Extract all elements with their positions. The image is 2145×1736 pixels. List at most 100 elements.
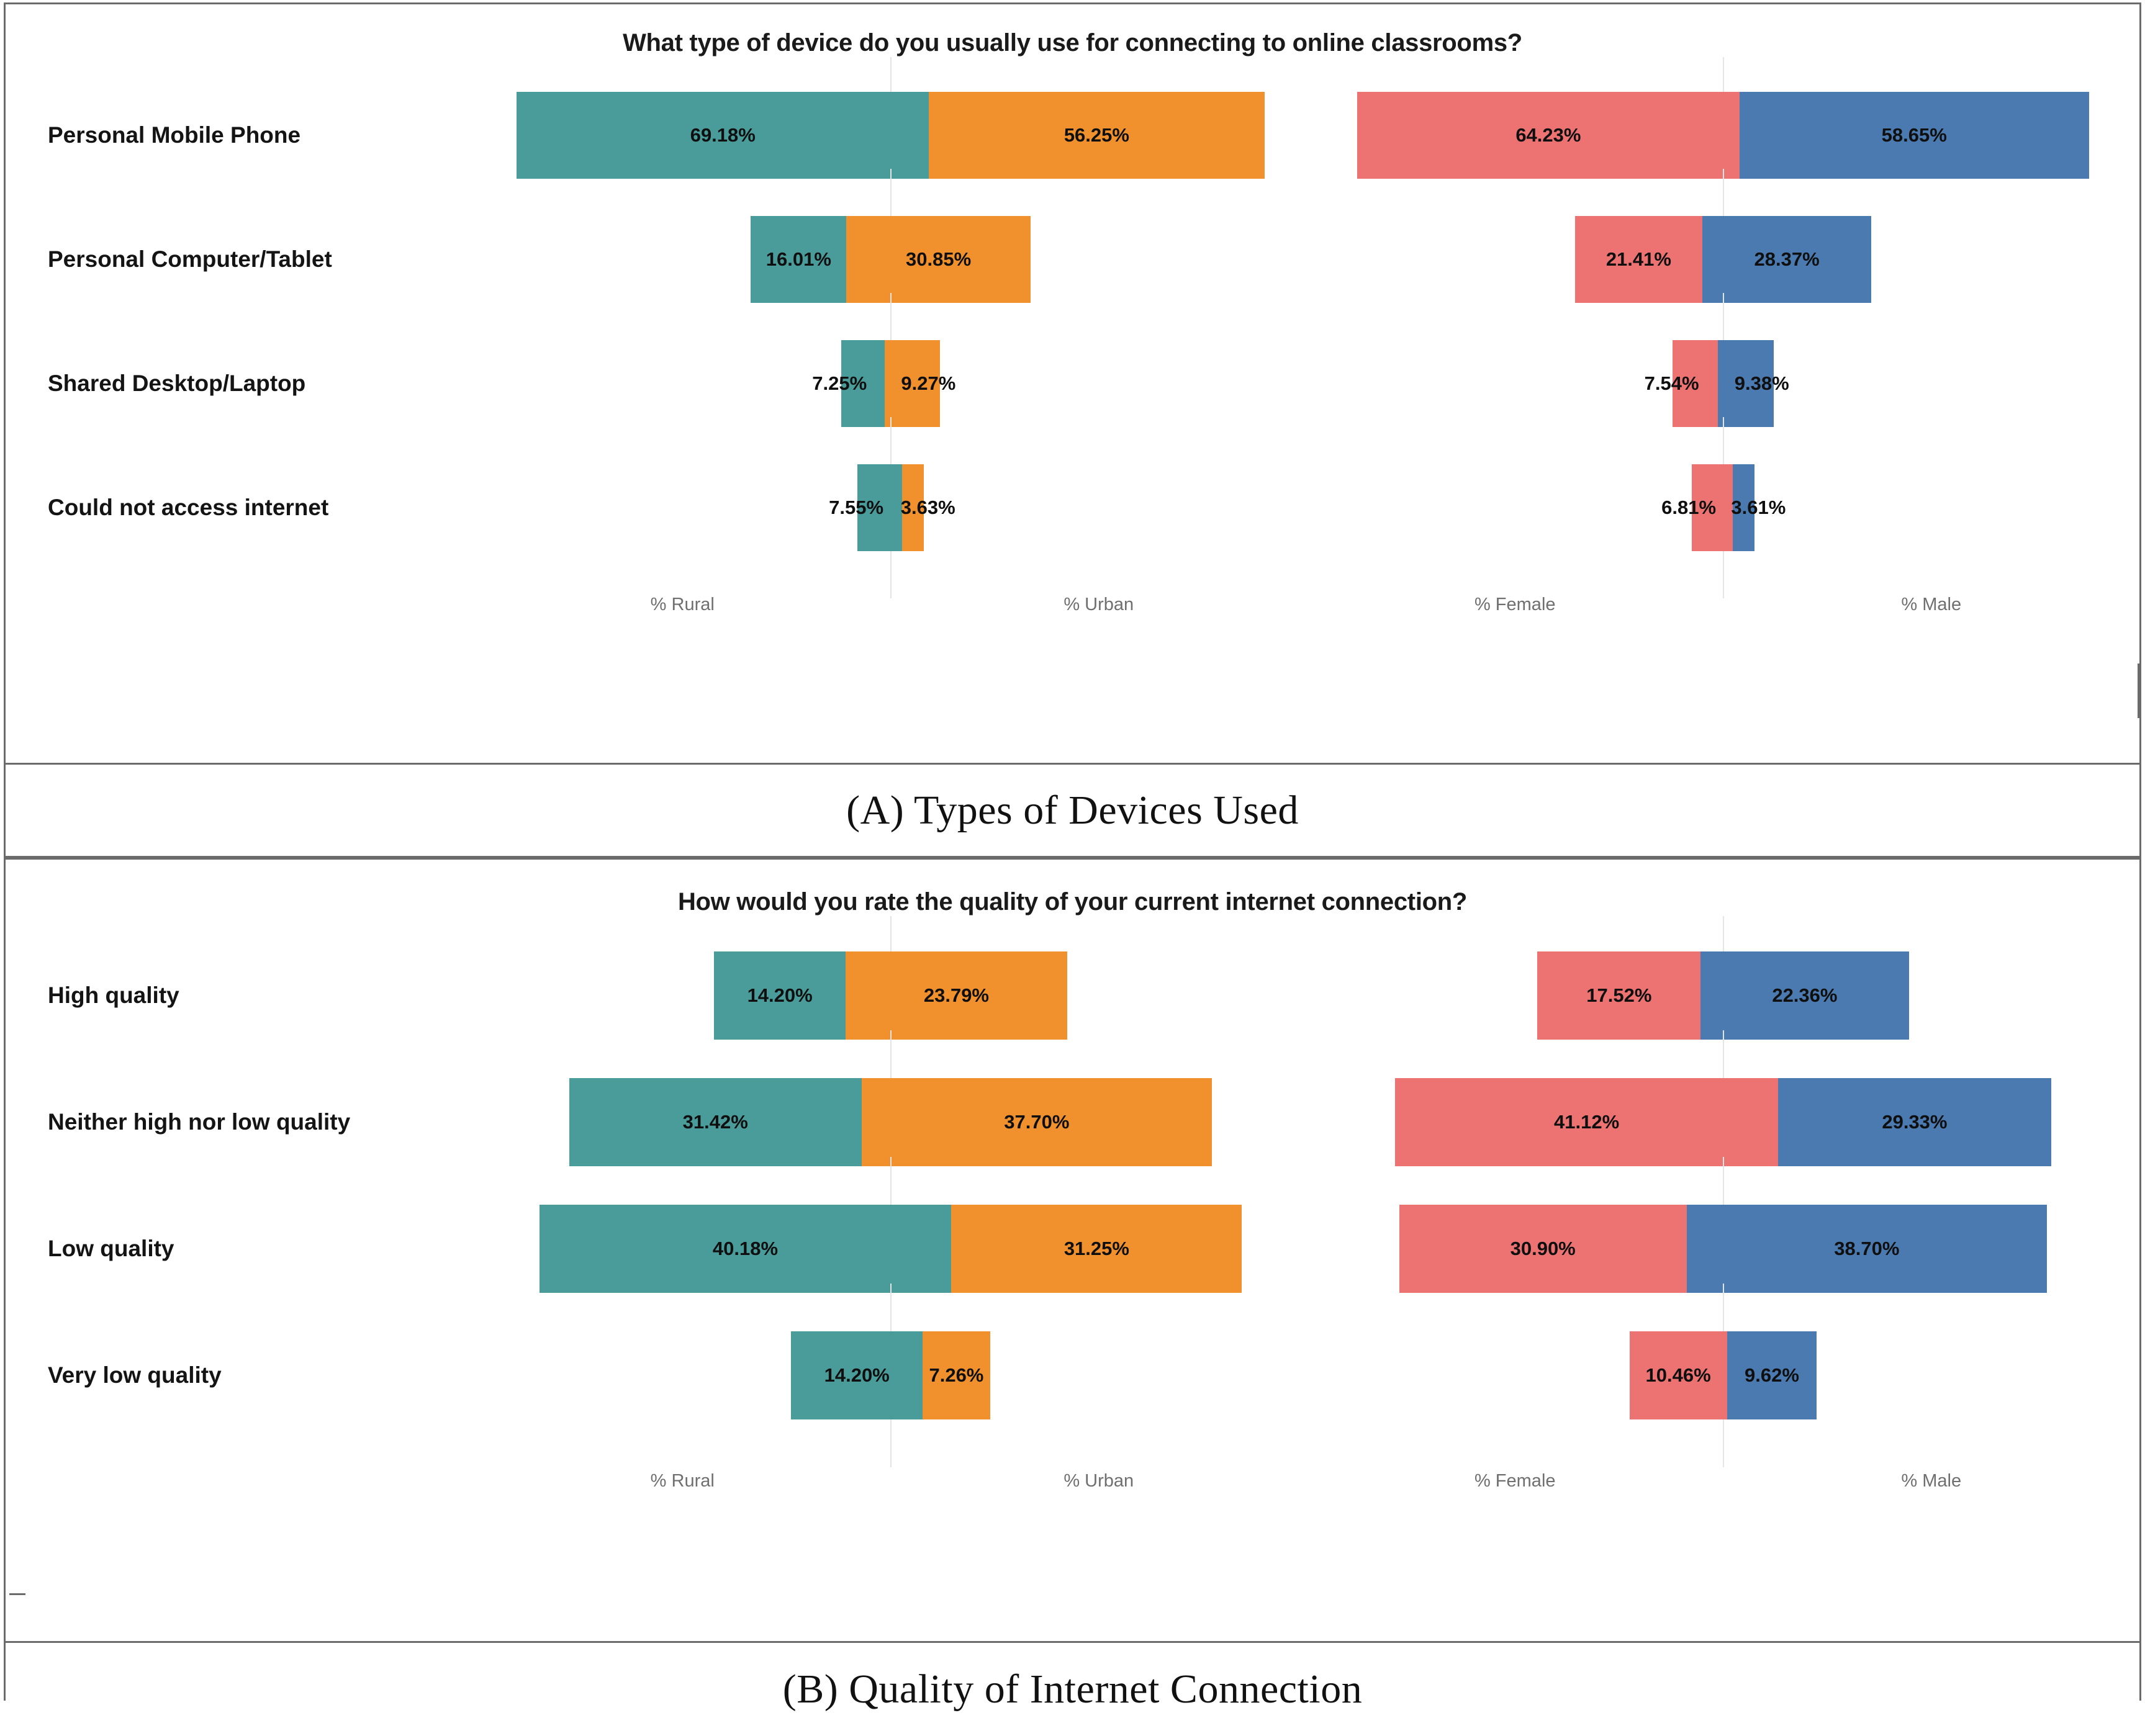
location-axis: % Rural % Urban — [474, 595, 1307, 615]
bar-value: 56.25% — [1063, 124, 1129, 146]
panel-a-caption-bar: (A) Types of Devices Used — [6, 765, 2139, 858]
gender-group: 30.90% 38.70% — [1307, 1185, 2139, 1312]
bar-value: 28.37% — [1754, 248, 1820, 270]
bar-rural[interactable]: 31.42% — [569, 1078, 862, 1166]
gender-group: 17.52% 22.36% — [1307, 932, 2139, 1059]
bar-urban[interactable]: 30.85% — [846, 216, 1031, 303]
gender-group: 41.12% 29.33% — [1307, 1059, 2139, 1185]
bar-female[interactable]: 30.90% — [1399, 1205, 1687, 1293]
bar-rural[interactable]: 16.01% — [751, 216, 847, 303]
bar-female[interactable]: 41.12% — [1395, 1078, 1778, 1166]
bar-urban[interactable]: 23.79% — [846, 951, 1067, 1040]
bar-value: 69.18% — [690, 124, 756, 146]
bar-value: 40.18% — [712, 1238, 779, 1259]
axis-label-male: % Male — [1901, 1471, 1962, 1491]
bar-rural[interactable]: 40.18% — [539, 1205, 952, 1293]
chart-row: Personal Computer/Tablet 16.01% 30.85% — [6, 197, 2139, 322]
bar-value: 14.20% — [747, 984, 813, 1006]
bar-male[interactable]: 38.70% — [1686, 1205, 2048, 1293]
bar-urban[interactable]: 7.26% — [923, 1331, 990, 1419]
bar-urban[interactable]: 3.63% — [901, 464, 955, 551]
bar-male[interactable]: 3.61% — [1731, 464, 1786, 551]
bar-urban[interactable]: 9.27% — [885, 340, 955, 427]
axis-label-female: % Female — [1474, 1471, 1556, 1491]
bar-rural[interactable]: 14.20% — [791, 1331, 923, 1419]
bar-value: 21.41% — [1605, 248, 1671, 270]
category-label: Shared Desktop/Laptop — [48, 371, 306, 396]
location-group: 7.25% 9.27% — [474, 322, 1307, 446]
axis-label-female: % Female — [1474, 595, 1556, 614]
bar-value: 30.85% — [906, 248, 972, 270]
location-group: 14.20% 23.79% — [474, 932, 1307, 1059]
gender-group: 21.41% 28.37% — [1307, 197, 2139, 322]
gender-group: 7.54% 9.38% — [1307, 322, 2139, 446]
location-group: 7.55% 3.63% — [474, 446, 1307, 570]
bar-value: 29.33% — [1882, 1111, 1948, 1133]
chart-row: Low quality 40.18% 31.25% 30.90% — [6, 1185, 2139, 1312]
chart-row: Personal Mobile Phone 69.18% 56.25% — [6, 73, 2139, 197]
axis-label-male: % Male — [1901, 595, 1962, 614]
bar-rural[interactable]: 69.18% — [517, 92, 929, 179]
location-group: 69.18% 56.25% — [474, 73, 1307, 197]
bar-value: 10.46% — [1645, 1364, 1711, 1386]
bar-male[interactable]: 29.33% — [1778, 1078, 2051, 1166]
bar-rural[interactable]: 7.55% — [829, 464, 903, 551]
panel-b-title: How would you rate the quality of your c… — [677, 888, 1468, 915]
axis-label-rural: % Rural — [650, 595, 715, 614]
gender-group: 64.23% 58.65% — [1307, 73, 2139, 197]
gender-group: 10.46% 9.62% — [1307, 1312, 2139, 1439]
bar-male[interactable]: 9.38% — [1717, 340, 1789, 427]
bar-value: 6.81% — [1661, 497, 1717, 518]
category-label: High quality — [48, 983, 179, 1008]
location-group: 16.01% 30.85% — [474, 197, 1307, 322]
axis-label-rural: % Rural — [650, 1471, 715, 1491]
panel-a-axis-labels: % Rural % Urban % Female % Male — [6, 595, 2139, 615]
bar-value: 23.79% — [923, 984, 989, 1006]
location-group: 40.18% 31.25% — [474, 1185, 1307, 1312]
axis-spacer — [6, 595, 474, 615]
bar-female[interactable]: 21.41% — [1574, 216, 1702, 303]
bar-female[interactable]: 10.46% — [1629, 1331, 1727, 1419]
bar-male[interactable]: 22.36% — [1700, 951, 1909, 1040]
bar-urban[interactable]: 37.70% — [861, 1078, 1212, 1166]
bar-value: 3.61% — [1731, 497, 1786, 518]
category-label: Low quality — [48, 1236, 174, 1261]
bar-value: 9.27% — [901, 372, 956, 394]
bar-value: 7.54% — [1644, 372, 1699, 394]
bar-female[interactable]: 17.52% — [1537, 951, 1701, 1040]
bar-female[interactable]: 7.54% — [1645, 340, 1718, 427]
panel-b-axis-labels: % Rural % Urban % Female % Male — [6, 1471, 2139, 1491]
category-label: Very low quality — [48, 1362, 222, 1388]
bar-value: 30.90% — [1510, 1238, 1576, 1259]
bar-value: 64.23% — [1515, 124, 1581, 146]
bar-value: 9.62% — [1744, 1364, 1799, 1386]
panel-a-plot: Personal Mobile Phone 69.18% 56.25% — [6, 73, 2139, 614]
bar-female[interactable]: 64.23% — [1357, 92, 1740, 179]
location-axis: % Rural % Urban — [474, 1471, 1307, 1491]
bar-value: 31.42% — [682, 1111, 748, 1133]
category-label: Could not access internet — [48, 495, 329, 520]
bar-urban[interactable]: 56.25% — [929, 92, 1265, 179]
axis-label-urban: % Urban — [1063, 595, 1134, 614]
bar-value: 7.55% — [829, 497, 884, 518]
panel-b: How would you rate the quality of your c… — [6, 858, 2139, 1643]
frame-tick-mark — [9, 1593, 25, 1595]
gender-axis: % Female % Male — [1307, 595, 2139, 615]
bar-urban[interactable]: 31.25% — [951, 1205, 1242, 1293]
bar-rural[interactable]: 7.25% — [812, 340, 885, 427]
bar-value: 22.36% — [1772, 984, 1838, 1006]
bar-male[interactable]: 28.37% — [1702, 216, 1872, 303]
panel-a-title: What type of device do you usually use f… — [623, 29, 1522, 56]
bar-value: 17.52% — [1586, 984, 1652, 1006]
bar-male[interactable]: 58.65% — [1739, 92, 2089, 179]
category-label: Personal Mobile Phone — [48, 122, 301, 148]
category-label: Personal Computer/Tablet — [48, 246, 332, 272]
panel-a: What type of device do you usually use f… — [6, 4, 2139, 765]
bar-value: 9.38% — [1734, 372, 1789, 394]
bar-rural[interactable]: 14.20% — [714, 951, 846, 1040]
bar-value: 38.70% — [1834, 1238, 1900, 1259]
bar-value: 16.01% — [765, 248, 831, 270]
bar-male[interactable]: 9.62% — [1727, 1331, 1817, 1419]
bar-female[interactable]: 6.81% — [1661, 464, 1733, 551]
bar-value: 58.65% — [1881, 124, 1947, 146]
